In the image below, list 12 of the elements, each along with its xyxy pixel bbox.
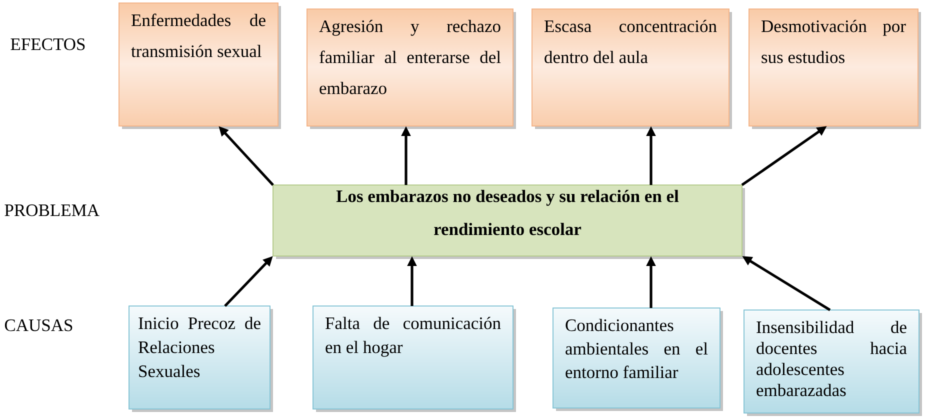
effect-box: Escasa concentración dentro del aula xyxy=(532,8,732,129)
problem-box: Los embarazos no deseados y su relación en el rendimiento escolar xyxy=(272,184,745,259)
cause-box: Falta de comunicación en el hogar xyxy=(312,306,516,412)
row-label: CAUSAS xyxy=(4,319,72,332)
effect-box: Agresión y rechazo familiar al enterarse del embarazo xyxy=(306,8,516,129)
cause-box: Inicio Precoz de Relaciones Sexuales xyxy=(128,306,273,412)
row-label: EFECTOS xyxy=(10,38,85,50)
row-label: PROBLEMA xyxy=(4,204,100,216)
cause-box: Condicionantes ambientales en el entorno familiar xyxy=(552,308,723,411)
cause-box: Insensibilidad de docentes hacia adolescentes embarazadas xyxy=(744,310,922,416)
effect-box: Enfermedades de transmisión sexual xyxy=(118,2,281,129)
effect-box: Desmotivación por sus estudios xyxy=(748,8,921,129)
